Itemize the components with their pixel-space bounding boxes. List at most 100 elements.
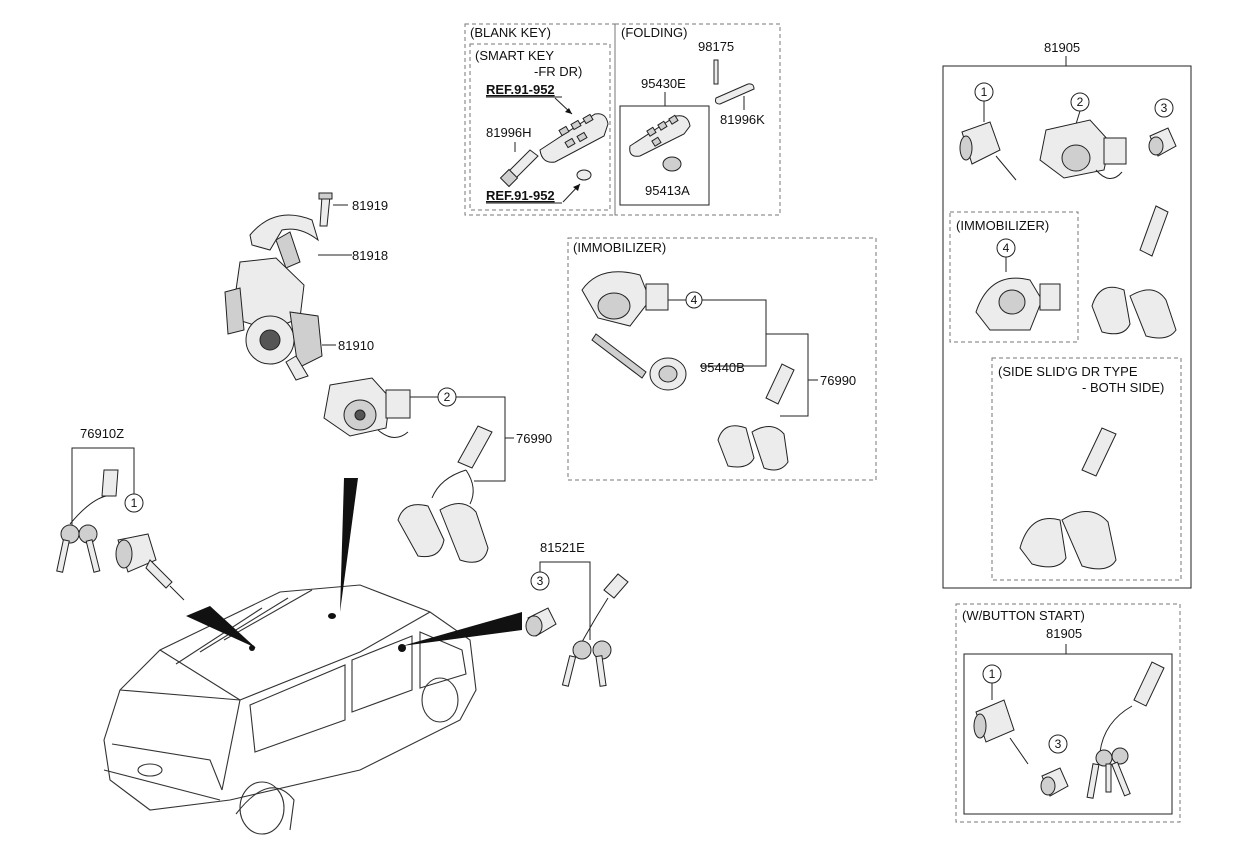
kit-immobilizer-icon [975,277,1061,331]
immobilizer-center-group: (IMMOBILIZER) 4 95440B 76990 [567,237,877,481]
svg-text:4: 4 [691,293,698,307]
emergency-key-icon [499,149,539,188]
door-cylinder-group: 76910Z 1 [56,426,185,601]
cylinder-cap-icon [525,607,557,637]
part-98175: 98175 [698,39,734,54]
callout-4: 4 [685,291,703,309]
button-start-group: (W/BUTTON START) 81905 1 3 [955,603,1181,823]
immobilizer-cylinder-icon [581,271,669,327]
part-76910Z: 76910Z [80,426,124,441]
button-start-box [955,603,1181,823]
side-slide-keys-icon [1019,427,1117,570]
kit-cap-icon [1148,127,1177,157]
folding-box [614,23,781,216]
ref-label-top[interactable]: REF.91-952 [486,82,555,97]
marker-dot-top [328,613,336,619]
kit-immobilizer-label: (IMMOBILIZER) [956,218,1049,233]
smart-key-label: (SMART KEY [475,48,554,63]
ref-label-bottom[interactable]: REF.91-952 [486,188,555,203]
part-95430E: 95430E [641,76,686,91]
svg-text:1: 1 [989,667,996,681]
part-81521E: 81521E [540,540,585,555]
blank-key-label: (BLANK KEY) [470,25,551,40]
marker-dot-rear [249,645,255,651]
svg-text:3: 3 [537,574,544,588]
antenna-coil-icon [591,333,687,391]
smart-key-fob-icon [539,113,609,163]
part-76990-a: 76990 [516,431,552,446]
steering-lock-assembly: 81919 81918 81910 [224,192,388,381]
kit-door-cylinder-icon [959,121,1017,181]
btn-door-cylinder-icon [973,699,1029,765]
svg-text:1: 1 [131,496,138,510]
part-81918: 81918 [352,248,388,263]
part-81919: 81919 [352,198,388,213]
key-set-icon-2 [717,363,795,471]
btn-callout-3: 3 [1048,734,1068,754]
btn-callout-1: 1 [982,664,1002,684]
bracket-76990-a [456,396,506,482]
btn-cap-icon [1040,767,1069,797]
tailgate-keys-icon [561,573,629,687]
part-76990-b: 76990 [820,373,856,388]
fob-assembly-box [619,105,710,206]
immobilizer-label: (IMMOBILIZER) [573,240,666,255]
svg-text:2: 2 [1077,95,1084,109]
ignition-cylinder-group: 2 76990 [323,377,552,563]
folding-fob-icon [629,114,691,157]
part-81910: 81910 [338,338,374,353]
button-start-label: (W/BUTTON START) [962,608,1085,623]
side-slide-box [991,357,1182,581]
svg-text:3: 3 [1055,737,1062,751]
pointer-wedge-rear [186,606,256,648]
part-81905-top: 81905 [1044,40,1080,55]
part-81996K: 81996K [720,112,765,127]
coin-battery-icon [662,156,682,172]
callout-2: 2 [437,387,457,407]
marker-dot-side [398,644,406,652]
pin-icon [713,59,719,85]
button-start-kit-box [963,653,1173,815]
btn-keys-icon [1086,661,1165,799]
lock-kit-81905: 81905 1 2 3 [942,40,1192,589]
kit-callout-2: 2 [1070,92,1090,112]
part-81905-bottom: 81905 [1046,626,1082,641]
car-illustration [103,584,477,835]
key-set-icon [397,425,493,563]
door-lock-cylinder-icon [115,533,185,601]
bracket-76990-b [766,333,809,417]
arrow-head-icon [565,108,572,114]
smart-key-label-2: -FR DR) [534,64,582,79]
part-81996H: 81996H [486,125,532,140]
lock-housing-icon [224,257,323,381]
battery-icon [576,169,592,181]
folding-key-group: (FOLDING) 98175 95430E 95413A 81996K [614,23,781,216]
bolt-icon [318,192,333,227]
kit-box [942,65,1192,589]
ignition-cylinder-icon [323,377,411,438]
callout-3: 3 [530,571,550,591]
bracket-95440B [700,299,767,367]
svg-text:3: 3 [1161,101,1168,115]
bracket-76910Z [71,447,135,540]
folding-label: (FOLDING) [621,25,687,40]
part-95413A: 95413A [645,183,690,198]
door-keys-icon [56,469,119,573]
kit-callout-3: 3 [1154,98,1174,118]
part-95440B: 95440B [700,360,745,375]
callout-1: 1 [124,493,144,513]
tailgate-cylinder-group: 81521E 3 [525,540,629,687]
arrow-head-icon-2 [573,184,580,191]
kit-leader-2 [1075,110,1081,125]
side-slide-label-2: - BOTH SIDE) [1082,380,1164,395]
key-blade-icon [715,83,755,105]
kit-ignition-cylinder-icon [1039,119,1127,179]
svg-text:4: 4 [1003,241,1010,255]
side-slide-label: (SIDE SLID'G DR TYPE [998,364,1138,379]
bracket-81521E [539,561,591,640]
kit-callout-1: 1 [974,82,994,102]
pointer-wedge-side [402,612,522,646]
smart-key-box [469,43,611,211]
blank-key-group: (BLANK KEY) (SMART KEY -FR DR) REF.91-95… [464,23,616,216]
